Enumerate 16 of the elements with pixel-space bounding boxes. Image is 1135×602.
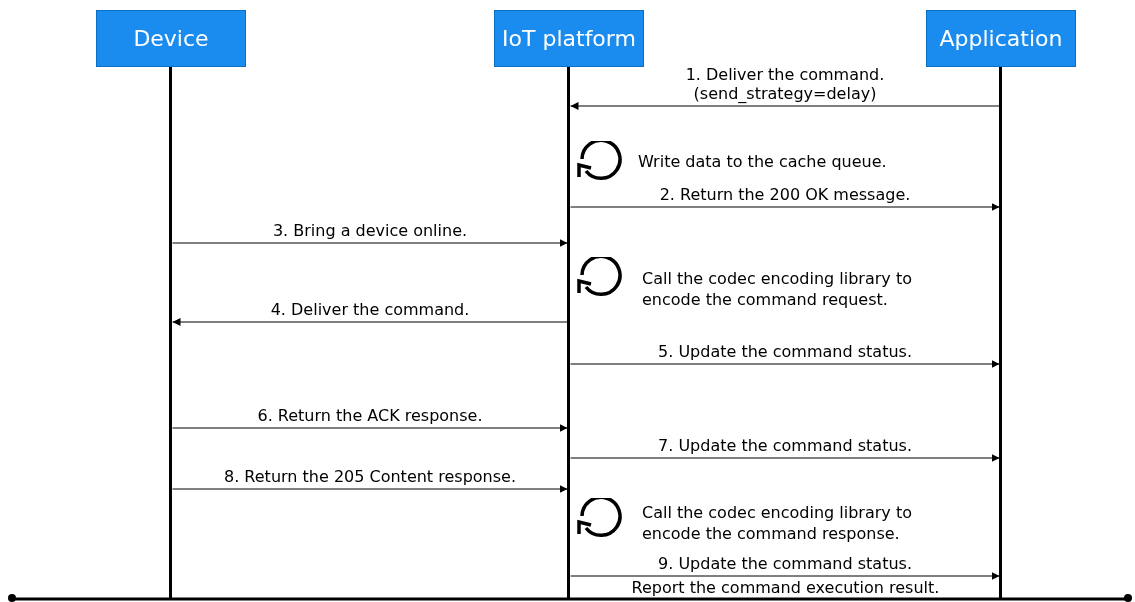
participant-box: IoT platform bbox=[494, 10, 644, 67]
message-arrow bbox=[570, 454, 1000, 462]
message-arrow bbox=[172, 239, 568, 247]
message-arrow bbox=[172, 318, 568, 326]
note-text: Report the command execution result. bbox=[630, 577, 941, 598]
note-text: Call the codec encoding library to encode the command response. bbox=[642, 502, 913, 544]
message-arrow bbox=[172, 485, 568, 493]
message-arrow bbox=[172, 424, 568, 432]
message-arrow bbox=[570, 572, 1000, 580]
message-arrow bbox=[570, 360, 1000, 368]
message-arrow bbox=[570, 203, 1000, 211]
participant-box: Device bbox=[96, 10, 246, 67]
note-text: Call the codec encoding library to encode the command request. bbox=[642, 268, 913, 310]
participant-box: Application bbox=[926, 10, 1076, 67]
message-arrow bbox=[570, 102, 1000, 110]
note-text: Write data to the cache queue. bbox=[638, 151, 888, 172]
